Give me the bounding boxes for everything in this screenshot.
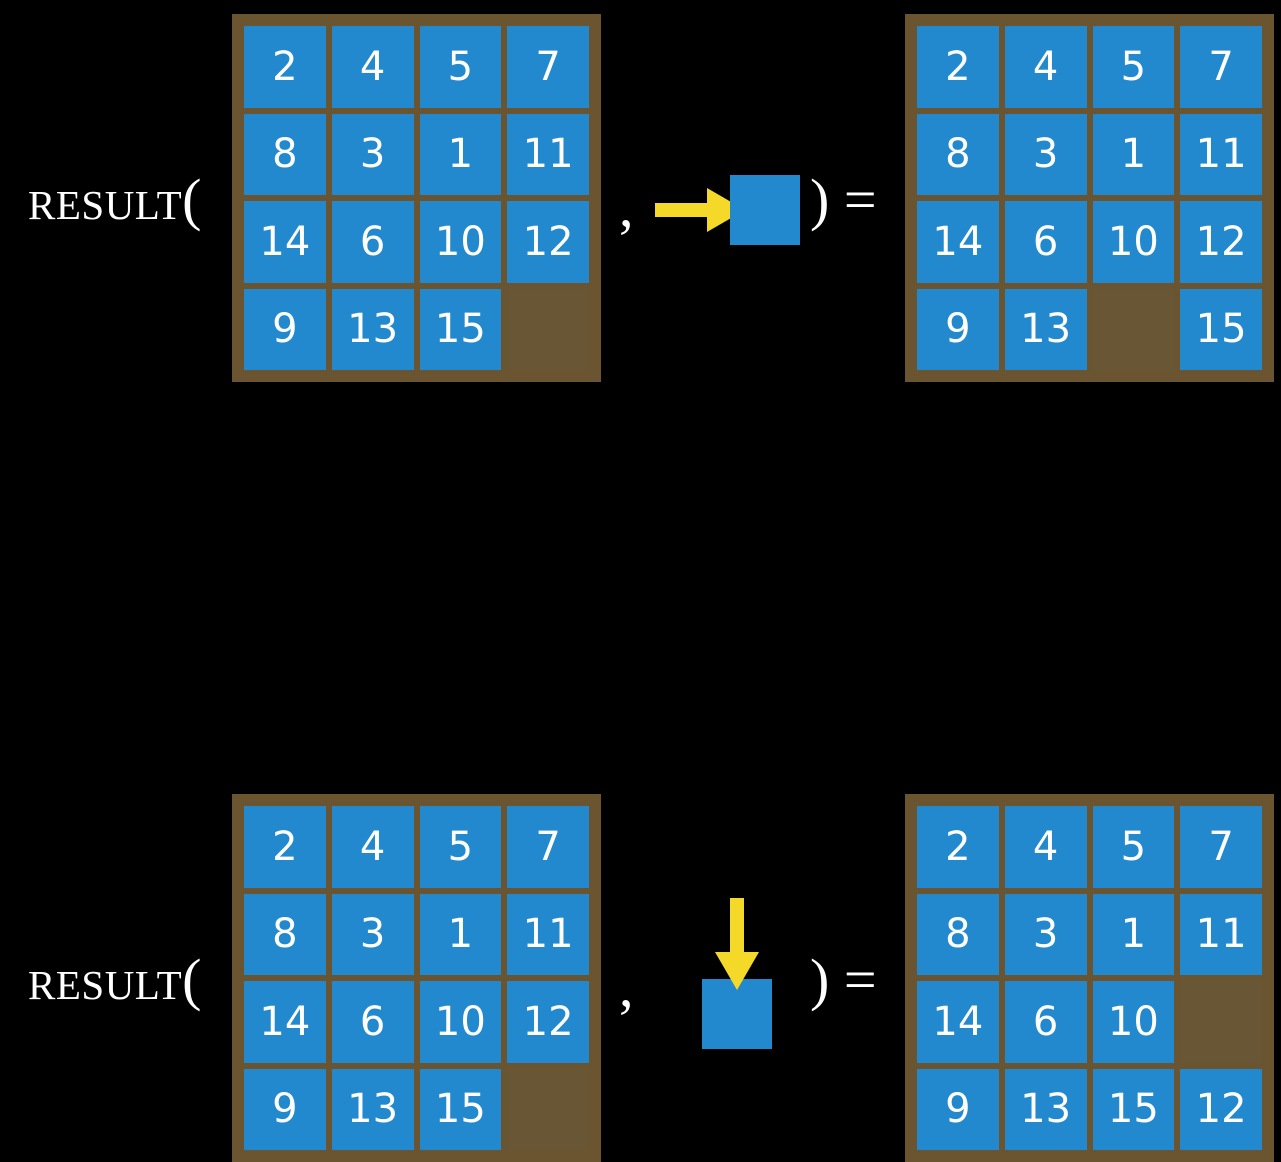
result-function-label-2: Result(	[28, 947, 202, 1012]
tile: 2	[244, 806, 326, 888]
tile: 10	[419, 201, 502, 283]
output-board-1: 2 4 5 7 8 3 1 11 14 6 10 12 9 13 15	[905, 14, 1274, 382]
equation-row-1: Result( 2 4 5 7 8 3 1 11 14 6 10 12 9 13…	[0, 0, 1281, 390]
argument-separator-comma: ,	[619, 174, 634, 239]
tile: 1	[419, 113, 502, 195]
tile: 13	[331, 1068, 414, 1150]
blank-cell	[1180, 981, 1262, 1063]
tile: 14	[244, 201, 326, 283]
tile: 3	[331, 113, 414, 195]
tile: 14	[244, 981, 326, 1063]
tile: 15	[1180, 288, 1262, 370]
input-board-1: 2 4 5 7 8 3 1 11 14 6 10 12 9 13 15	[232, 14, 601, 382]
tile: 9	[917, 288, 999, 370]
tile: 5	[419, 26, 502, 108]
tile: 1	[419, 893, 502, 975]
arrow-right-icon	[655, 186, 745, 234]
tile: 10	[419, 981, 502, 1063]
tile: 9	[244, 1068, 326, 1150]
tile: 12	[1180, 201, 1262, 283]
tile: 13	[1004, 288, 1087, 370]
tile: 10	[1092, 201, 1175, 283]
tile: 3	[1004, 893, 1087, 975]
tile: 4	[331, 26, 414, 108]
tile: 12	[507, 201, 589, 283]
tile: 7	[1180, 806, 1262, 888]
arrow-down-icon	[713, 898, 761, 990]
tile: 12	[1180, 1068, 1262, 1150]
tile: 8	[917, 893, 999, 975]
tile: 5	[1092, 26, 1175, 108]
tile: 13	[1004, 1068, 1087, 1150]
tile: 7	[507, 26, 589, 108]
tile: 2	[917, 806, 999, 888]
tile: 3	[1004, 113, 1087, 195]
equals-sign: =	[843, 947, 877, 1012]
tile: 6	[1004, 981, 1087, 1063]
tile: 6	[331, 201, 414, 283]
blank-cell	[507, 288, 589, 370]
tile: 1	[1092, 113, 1175, 195]
tile: 8	[244, 893, 326, 975]
tile: 9	[917, 1068, 999, 1150]
result-function-label-1: Result(	[28, 167, 202, 232]
tile: 1	[1092, 893, 1175, 975]
tile: 6	[331, 981, 414, 1063]
tile: 15	[419, 1068, 502, 1150]
tile: 10	[1092, 981, 1175, 1063]
tile: 7	[1180, 26, 1262, 108]
tile: 11	[1180, 113, 1262, 195]
tile: 4	[331, 806, 414, 888]
blank-cell	[507, 1068, 589, 1150]
close-paren: )	[810, 167, 830, 232]
input-board-2: 2 4 5 7 8 3 1 11 14 6 10 12 9 13 15	[232, 794, 601, 1162]
tile: 2	[917, 26, 999, 108]
tile: 2	[244, 26, 326, 108]
tile: 5	[1092, 806, 1175, 888]
tile: 7	[507, 806, 589, 888]
moving-tile-1	[730, 175, 800, 245]
tile: 15	[1092, 1068, 1175, 1150]
tile: 4	[1004, 26, 1087, 108]
tile: 14	[917, 981, 999, 1063]
equals-sign: =	[843, 167, 877, 232]
tile: 11	[507, 113, 589, 195]
argument-separator-comma: ,	[619, 954, 634, 1019]
tile: 8	[917, 113, 999, 195]
tile: 9	[244, 288, 326, 370]
tile: 3	[331, 893, 414, 975]
tile: 11	[1180, 893, 1262, 975]
blank-cell	[1092, 288, 1175, 370]
equation-row-2: Result( 2 4 5 7 8 3 1 11 14 6 10 12 9 13…	[0, 390, 1281, 1162]
tile: 15	[419, 288, 502, 370]
tile: 8	[244, 113, 326, 195]
tile: 4	[1004, 806, 1087, 888]
close-paren-equals-1: ) =	[810, 171, 877, 229]
tile: 12	[507, 981, 589, 1063]
close-paren-equals-2: ) =	[810, 951, 877, 1009]
tile: 14	[917, 201, 999, 283]
tile: 6	[1004, 201, 1087, 283]
tile: 13	[331, 288, 414, 370]
tile: 11	[507, 893, 589, 975]
tile: 5	[419, 806, 502, 888]
close-paren: )	[810, 947, 830, 1012]
output-board-2: 2 4 5 7 8 3 1 11 14 6 10 9 13 15 12	[905, 794, 1274, 1162]
